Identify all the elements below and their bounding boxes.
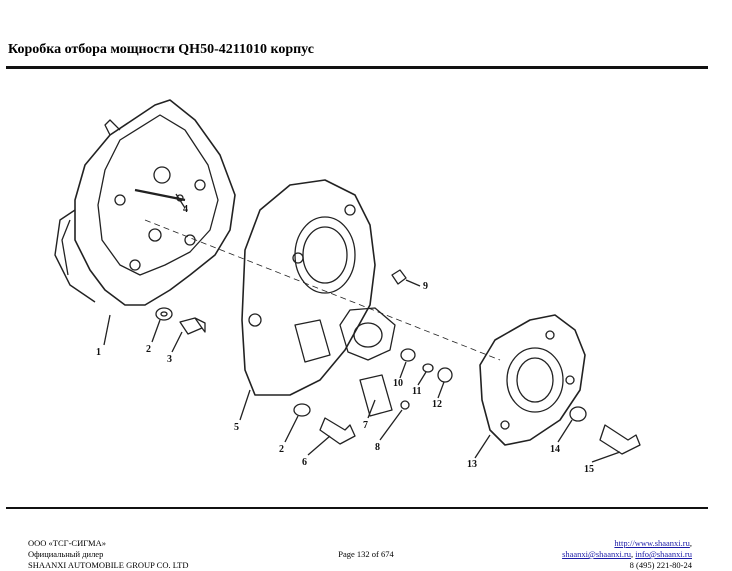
bottom-divider (6, 507, 708, 509)
callout-2: 2 (146, 344, 151, 355)
footer-right: http://www.shaanxi.ru, shaanxi@shaanxi.r… (562, 538, 692, 571)
callout-13: 13 (467, 459, 477, 470)
email-link-2[interactable]: info@shaanxi.ru (635, 549, 692, 559)
manufacturer-name: SHAANXI AUTOMOBILE GROUP CO. LTD (28, 560, 189, 570)
phone-number: 8 (495) 221-80-24 (629, 560, 692, 570)
bearing-cap-part-10 (339, 307, 453, 383)
callout-4: 4 (183, 204, 188, 215)
page-number: Page 132 of 674 (338, 549, 394, 559)
callout-5: 5 (234, 422, 239, 433)
callout-3: 3 (167, 354, 172, 365)
page-title: Коробка отбора мощности QH50-4211010 кор… (8, 42, 314, 57)
website-suffix: , (689, 538, 692, 548)
callout-7: 7 (363, 420, 368, 431)
callout-9: 9 (423, 281, 428, 292)
housing-part-1 (54, 99, 236, 306)
callout-15: 15 (584, 464, 594, 475)
dealer-label: Официальный дилер (28, 549, 104, 559)
email-separator: , (631, 549, 636, 559)
callout-11: 11 (412, 386, 421, 397)
email-link-1[interactable]: shaanxi@shaanxi.ru (562, 549, 632, 559)
exploded-parts-diagram: 1 2 3 4 5 2 6 7 8 9 10 11 12 13 14 15 (54, 99, 641, 475)
top-divider (6, 66, 708, 69)
email-line: shaanxi@shaanxi.ru, info@shaanxi.ru (562, 549, 692, 560)
callout-14: 14 (550, 444, 560, 455)
callout-6: 6 (302, 457, 307, 468)
callout-8: 8 (375, 442, 380, 453)
footer-left: ООО «ТСГ-СИГМА» Официальный дилер SHAANX… (28, 538, 189, 571)
website-link[interactable]: http://www.shaanxi.ru (614, 538, 690, 548)
callout-2b: 2 (279, 444, 284, 455)
cover-plate-part-5 (241, 179, 410, 417)
callout-1: 1 (96, 347, 101, 358)
callout-10: 10 (393, 378, 403, 389)
washer-bolt-2-3 (155, 307, 206, 335)
callout-12: 12 (432, 399, 442, 410)
flange-part-13 (479, 314, 586, 446)
website-line: http://www.shaanxi.ru, (562, 538, 692, 549)
company-name: ООО «ТСГ-СИГМА» (28, 538, 106, 548)
